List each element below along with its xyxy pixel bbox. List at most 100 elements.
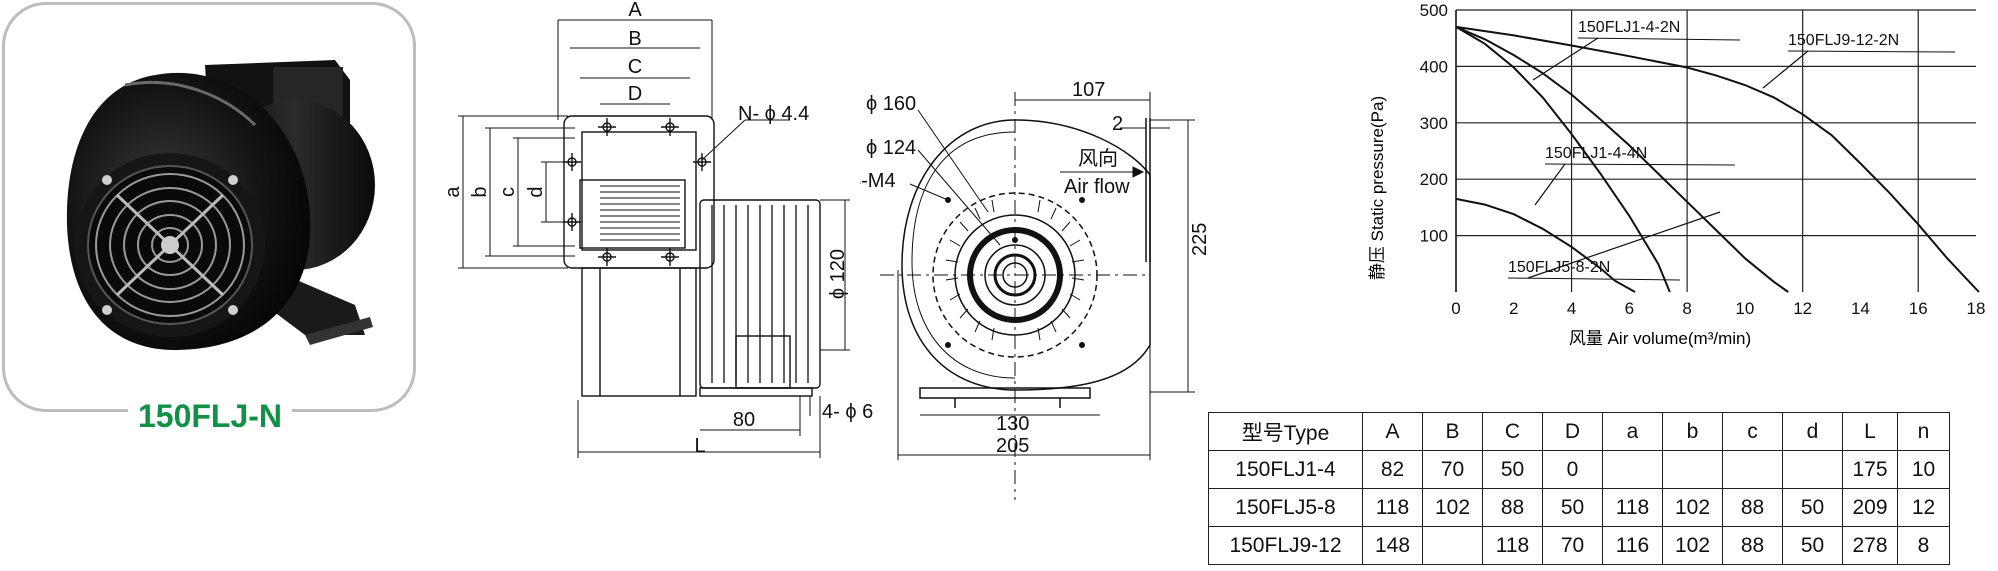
series-label-leader bbox=[1527, 211, 1721, 279]
table-row: 150FLJ5-8 118 102 88 50 118 102 88 50 20… bbox=[1208, 488, 1950, 527]
dim-124: ϕ 124 bbox=[866, 137, 916, 159]
table-cell: 70 bbox=[1542, 526, 1603, 565]
x-tick-label: 8 bbox=[1682, 299, 1691, 318]
header-b: b bbox=[1662, 412, 1723, 451]
product-photo-frame bbox=[2, 2, 416, 412]
blower-photo bbox=[66, 60, 375, 351]
header-B: B bbox=[1422, 412, 1483, 451]
header-a: a bbox=[1602, 412, 1663, 451]
header-A: A bbox=[1362, 412, 1423, 451]
table-cell: 209 bbox=[1842, 488, 1898, 527]
series-line bbox=[1455, 25, 1980, 293]
y-tick-label: 400 bbox=[1420, 57, 1448, 76]
x-tick-label: 4 bbox=[1567, 299, 1576, 318]
header-L: L bbox=[1842, 412, 1898, 451]
series-label: 150FLJ1-4-4N bbox=[1545, 145, 1647, 162]
y-tick-label: 100 bbox=[1420, 227, 1448, 246]
series-label-leader bbox=[1762, 50, 1809, 89]
dim-107: 107 bbox=[1072, 79, 1105, 101]
chart-annotations: 150FLJ1-4-2N 150FLJ9-12-2N 150FLJ1-4-4N 150… bbox=[1507, 19, 1956, 281]
chart-ylabel: 静压 Static pressure(Pa) bbox=[1368, 96, 1387, 280]
foot-hole-label: 4- ϕ 6 bbox=[822, 401, 873, 423]
dim-D: D bbox=[628, 83, 642, 105]
dim-c: c bbox=[497, 187, 519, 197]
dim-80: 80 bbox=[733, 409, 755, 431]
x-tick-label: 18 bbox=[1967, 299, 1986, 318]
table-cell: 118 bbox=[1482, 526, 1543, 565]
series-label-underline bbox=[1577, 37, 1741, 41]
dim-b: b bbox=[469, 186, 491, 197]
x-tick-label: 2 bbox=[1509, 299, 1518, 318]
table-cell: 8 bbox=[1897, 526, 1950, 565]
table-cell: 116 bbox=[1602, 526, 1663, 565]
table-cell bbox=[1722, 450, 1783, 489]
table-cell: 0 bbox=[1542, 450, 1603, 489]
table-cell: 50 bbox=[1782, 526, 1843, 565]
y-tick-label: 300 bbox=[1420, 114, 1448, 133]
scroll-casing bbox=[901, 119, 1151, 391]
series-label: 150FLJ5-8-2N bbox=[1508, 259, 1610, 276]
y-tick-label: 200 bbox=[1420, 170, 1448, 189]
table-cell: 148 bbox=[1362, 526, 1423, 565]
housing-body bbox=[579, 179, 686, 249]
x-tick-label: 10 bbox=[1735, 299, 1754, 318]
header-C: C bbox=[1482, 412, 1543, 451]
x-tick-label: 6 bbox=[1625, 299, 1634, 318]
dim-d: d bbox=[525, 186, 547, 197]
table-cell bbox=[1782, 450, 1843, 489]
front-view-drawing: ϕ 160 ϕ 124 4-M4 107 2 风向 Air flow 130 2… bbox=[860, 79, 1211, 500]
table-row: 150FLJ1-4 82 70 50 0 175 10 bbox=[1208, 450, 1950, 489]
table-cell: 150FLJ5-8 bbox=[1208, 488, 1363, 527]
table-cell: 118 bbox=[1602, 488, 1663, 527]
series-label-leader bbox=[1532, 37, 1599, 81]
table-row: 150FLJ9-12 148 118 70 116 102 88 50 278 … bbox=[1208, 526, 1950, 565]
dim-C: C bbox=[628, 56, 642, 78]
model-caption: 150FLJ-N bbox=[0, 398, 420, 435]
table-cell: 82 bbox=[1362, 450, 1423, 489]
spec-table: 型号Type A B C D a b c d L n 150FLJ1-4 82 … bbox=[1208, 412, 1950, 565]
table-cell: 150FLJ1-4 bbox=[1208, 450, 1363, 489]
header-type: 型号Type bbox=[1208, 412, 1363, 451]
dim-130: 130 bbox=[996, 413, 1029, 435]
side-view-drawing: A B C D a b c d 80 L ϕ 120 N- ϕ 4.4 4- ϕ… bbox=[442, 0, 873, 458]
series-label: 150FLJ1-4-2N bbox=[1578, 19, 1680, 36]
series-label-leader bbox=[1534, 163, 1566, 206]
table-cell: 278 bbox=[1842, 526, 1898, 565]
xlabel-en: Air volume(m³/min) bbox=[1608, 329, 1752, 348]
table-header-row: 型号Type A B C D a b c d L n bbox=[1208, 412, 1950, 451]
x-tick-label: 12 bbox=[1793, 299, 1812, 318]
table-cell: 150FLJ9-12 bbox=[1208, 526, 1363, 565]
table-cell: 70 bbox=[1422, 450, 1483, 489]
series-label-underline bbox=[1544, 163, 1736, 166]
flange-bolt-holes bbox=[563, 118, 711, 266]
dim-A: A bbox=[628, 0, 642, 21]
chart-grid bbox=[1455, 9, 1976, 292]
table-cell: 12 bbox=[1897, 488, 1950, 527]
series-label: 150FLJ9-12-2N bbox=[1788, 32, 1899, 49]
table-cell: 102 bbox=[1662, 526, 1723, 565]
hole-label: N- ϕ 4.4 bbox=[738, 103, 809, 125]
chart-curves bbox=[1455, 25, 1980, 293]
airflow-label-en: Air flow bbox=[1064, 176, 1130, 198]
dim-120: ϕ 120 bbox=[827, 249, 849, 299]
series-line bbox=[1455, 26, 1671, 293]
series-label-underline bbox=[1507, 277, 1681, 281]
table-cell bbox=[1422, 526, 1483, 565]
airflow-label-cn: 风向 bbox=[1078, 147, 1118, 170]
table-cell: 88 bbox=[1722, 526, 1783, 565]
table-cell: 102 bbox=[1422, 488, 1483, 527]
series-label-underline bbox=[1787, 50, 1956, 53]
x-tick-label: 14 bbox=[1851, 299, 1870, 318]
front-base bbox=[919, 387, 1091, 399]
table-cell bbox=[1662, 450, 1723, 489]
series-line bbox=[1455, 25, 1789, 293]
dim-225: 225 bbox=[1189, 223, 1211, 256]
x-tick-label: 0 bbox=[1451, 299, 1460, 318]
dim-205: 205 bbox=[996, 435, 1029, 457]
dim-a: a bbox=[442, 186, 464, 198]
table-cell: 118 bbox=[1362, 488, 1423, 527]
dim-L: L bbox=[694, 435, 705, 457]
base-foot bbox=[699, 387, 813, 397]
chart-xlabel: 风量 Air volume(m³/min) bbox=[1569, 329, 1751, 348]
